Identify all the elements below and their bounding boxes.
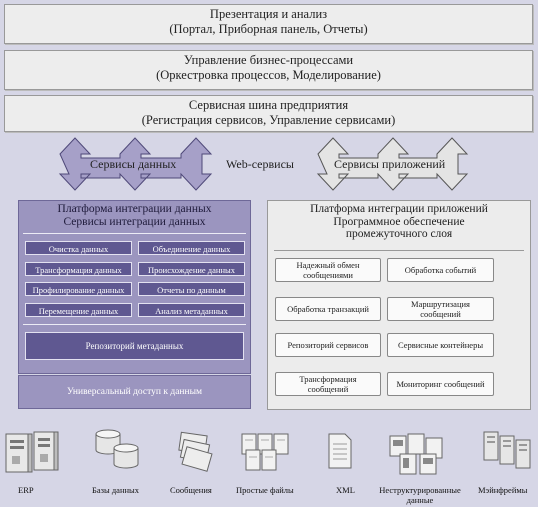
- platform-subtitle: промежуточного слоя: [345, 228, 453, 240]
- platform-subtitle: Программное обеспечение: [333, 215, 465, 228]
- web-services-label: Web-сервисы: [226, 157, 294, 171]
- database-icon: [95, 429, 139, 469]
- mainframe-icon: [483, 431, 531, 469]
- app-service-box: Обработка транзакций: [275, 297, 381, 321]
- layer-title: Управление бизнес-процессами: [183, 53, 354, 67]
- data-service-box: Трансформация данных: [25, 262, 132, 276]
- data-service-box: Отчеты по данным: [138, 282, 245, 296]
- platform-title: Платформа интеграции данных: [57, 203, 212, 215]
- data-service-box: Перемещение данных: [25, 303, 132, 317]
- divider: [23, 233, 246, 234]
- divider: [23, 324, 246, 325]
- data-services-arrow: [58, 137, 213, 191]
- app-service-box: Обработка событий: [387, 258, 494, 282]
- source-label-messages: Сообщения: [170, 485, 212, 495]
- app-services-label: Сервисы приложений: [334, 157, 446, 171]
- app-service-box: Мониторинг сообщений: [387, 372, 494, 396]
- data-integration-platform: Платформа интеграции данных Сервисы инте…: [18, 200, 251, 374]
- app-service-box: Сервисные контейнеры: [387, 333, 494, 357]
- source-label-erp: ERP: [18, 485, 34, 495]
- envelope-icon: [178, 431, 213, 472]
- xml-document-icon: [328, 433, 352, 469]
- layer-title: Презентация и анализ: [209, 7, 328, 21]
- app-service-box: Репозиторий сервисов: [275, 333, 381, 357]
- files-icon: [241, 433, 289, 471]
- data-services-label: Сервисы данных: [90, 157, 177, 171]
- business-process-layer: Управление бизнес-процессами (Оркестровк…: [4, 50, 533, 90]
- layer-subtitle: (Портал, Приборная панель, Отчеты): [169, 22, 368, 36]
- source-label-unstructured: Неструктурированные данные: [379, 485, 461, 505]
- data-service-box: Профилирование данных: [25, 282, 132, 296]
- layer-subtitle: (Оркестровка процессов, Моделирование): [156, 68, 381, 82]
- presentation-layer: Презентация и анализ (Портал, Приборная …: [4, 4, 533, 44]
- platform-title: Платформа интеграции приложений: [310, 203, 488, 215]
- source-label-flat-files: Простые файлы: [236, 485, 294, 495]
- data-service-box: Объединение данных: [138, 241, 245, 255]
- server-icon: [5, 431, 59, 473]
- layer-subtitle: (Регистрация сервисов, Управление сервис…: [141, 113, 396, 127]
- enterprise-service-bus-layer: Сервисная шина предприятия (Регистрация …: [4, 95, 533, 132]
- source-label-databases: Базы данных: [92, 485, 140, 495]
- source-label-mainframes: Мэйнфреймы: [478, 485, 528, 495]
- universal-data-access: Универсальный доступ к данным: [18, 375, 251, 409]
- layer-title: Сервисная шина предприятия: [188, 98, 349, 112]
- service-arrows: [58, 137, 469, 191]
- data-service-box: Очистка данных: [25, 241, 132, 255]
- platform-subtitle: Сервисы интеграции данных: [63, 216, 206, 228]
- divider: [274, 250, 524, 251]
- app-integration-platform: Платформа интеграции приложений Программ…: [267, 200, 531, 410]
- data-service-box: Происхождение данных: [138, 262, 245, 276]
- source-label-xml: XML: [336, 485, 355, 495]
- unstructured-docs-icon: [389, 433, 443, 475]
- data-service-box: Анализ метаданных: [138, 303, 245, 317]
- app-services-arrow: [316, 137, 469, 191]
- metadata-repository: Репозиторий метаданных: [25, 332, 244, 360]
